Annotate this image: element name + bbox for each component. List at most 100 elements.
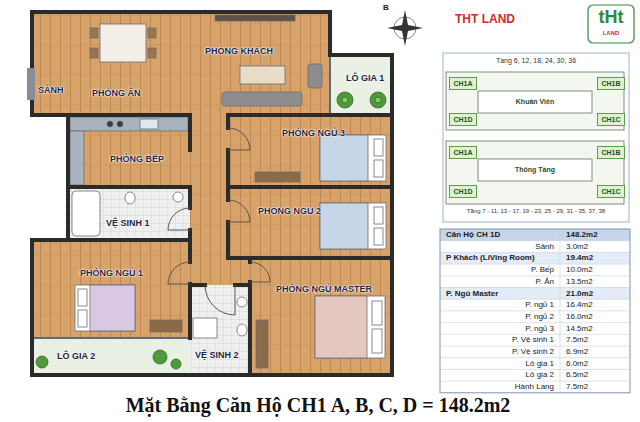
door-swing	[228, 128, 250, 150]
furniture	[72, 191, 100, 236]
furniture	[75, 285, 135, 331]
furniture	[315, 296, 385, 358]
area-table	[560, 229, 561, 393]
furniture	[173, 192, 183, 202]
area-table	[440, 252, 630, 264]
room-area: LÔ GIA 2	[32, 338, 190, 375]
room-area: SẢNH	[32, 55, 68, 115]
unit-label: CH1A	[450, 147, 476, 158]
room-area: PHÒNG KHÁCH	[170, 12, 330, 115]
unit-box: CH1A	[449, 146, 477, 159]
area-table	[440, 357, 630, 358]
unit-box: CH1D	[449, 185, 477, 198]
unit-box: CH1C	[597, 185, 625, 198]
compass-letter: B	[383, 3, 389, 13]
area-table	[440, 381, 630, 382]
logo-mark: tHt	[599, 7, 624, 29]
furniture	[215, 15, 295, 21]
area-table	[440, 252, 630, 253]
key-plan	[478, 91, 592, 113]
area-table	[440, 299, 630, 300]
plant	[153, 350, 167, 364]
furniture	[140, 119, 158, 129]
wall	[32, 12, 392, 375]
floor-list: Tầng 7 - 11, 13 - 17, 19 - 23, 25 - 29, …	[467, 208, 605, 215]
door-swing	[250, 262, 270, 282]
floor	[32, 12, 392, 375]
area-table	[440, 264, 630, 265]
unit-box: CH1B	[597, 146, 625, 159]
room-area: PHÒNG NGỦ MASTER	[250, 258, 392, 375]
table-cell: 21.0m2	[566, 288, 593, 300]
logo-sub: LAND	[603, 30, 620, 37]
logo	[588, 5, 634, 43]
table-cell: 7.5m2	[566, 334, 588, 346]
plant	[36, 92, 386, 369]
door-swing	[205, 285, 235, 315]
table-cell: P Khách (LiVing Room)	[446, 252, 535, 264]
room-area: PHÒNG BẾP	[68, 115, 190, 187]
glass-door	[34, 57, 330, 338]
key-plan	[478, 159, 592, 181]
furniture	[70, 131, 84, 185]
room-label: PHÒNG NGỦ 1	[80, 268, 143, 279]
plant	[342, 97, 348, 103]
floor	[32, 338, 190, 375]
table-cell: P. ngủ 2	[525, 311, 554, 323]
furniture	[148, 48, 156, 58]
table-cell: Hành Lang	[515, 381, 554, 393]
room-area: PHÒNG NGỦ 3	[228, 115, 392, 187]
furniture	[372, 301, 382, 325]
room-area: LÔ GIA 1	[330, 55, 392, 115]
table-cell: 6.0m2	[566, 358, 588, 370]
room-label: PHÒNG NGỦ MASTER	[276, 284, 372, 295]
door-swing	[168, 128, 270, 315]
furniture	[100, 24, 146, 62]
compass	[387, 10, 423, 46]
key-plan	[446, 72, 624, 130]
furniture	[320, 135, 386, 181]
furniture	[237, 297, 247, 307]
room-area: VỆ SINH 2	[190, 285, 250, 375]
area-table	[440, 229, 630, 393]
table-cell: P. Ngủ Master	[446, 288, 498, 300]
area-table	[440, 322, 630, 323]
furniture	[193, 318, 217, 338]
table-cell: 16.4m2	[566, 299, 593, 311]
furniture	[256, 320, 268, 368]
furniture	[308, 64, 322, 88]
area-table	[440, 310, 630, 311]
wall	[32, 12, 392, 375]
unit-label: CH1B	[598, 78, 624, 89]
furniture	[70, 117, 188, 131]
door-swing	[168, 208, 190, 230]
brand-name: THT LAND	[455, 12, 515, 26]
table-cell: Lô gia 1	[526, 358, 554, 370]
unit-box: CH1C	[597, 113, 625, 126]
table-cell: 3.0m2	[566, 241, 588, 253]
glass-door	[34, 57, 330, 338]
furniture	[90, 28, 98, 38]
door-swing	[168, 262, 190, 284]
furniture	[320, 203, 368, 249]
furniture	[237, 324, 247, 336]
area-table	[440, 229, 630, 393]
room-label: PHÒNG KHÁCH	[205, 46, 273, 57]
furniture	[222, 92, 302, 106]
room-label: PHÒNG NGỦ 2	[258, 206, 321, 217]
furniture	[78, 289, 87, 306]
furniture	[90, 285, 135, 331]
furniture	[90, 48, 98, 58]
furniture	[255, 172, 300, 182]
area-name: Khuân Viên	[516, 98, 554, 106]
floor	[32, 12, 392, 375]
area-name: Thông Tầng	[515, 166, 555, 174]
furniture	[78, 310, 87, 327]
furniture	[107, 121, 113, 127]
furniture	[374, 160, 383, 177]
furniture	[117, 121, 123, 127]
area-table	[440, 240, 630, 241]
furniture	[125, 192, 135, 204]
entry-door	[27, 68, 35, 100]
furniture	[240, 66, 285, 84]
